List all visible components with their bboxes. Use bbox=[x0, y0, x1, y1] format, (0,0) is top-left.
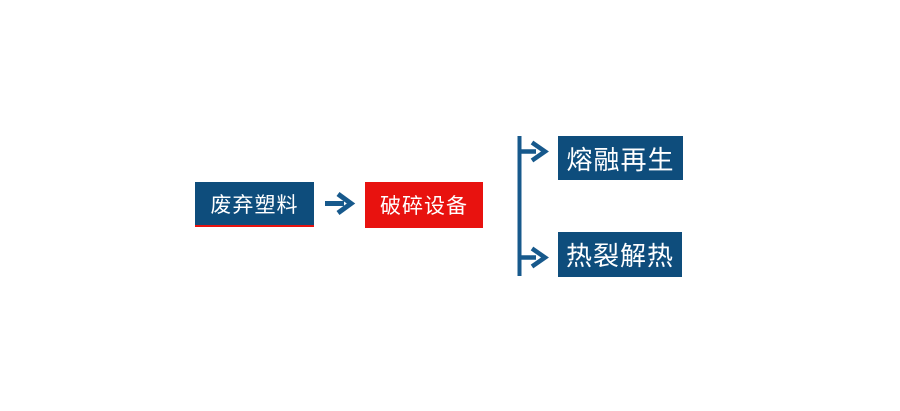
node-crushing-equipment-label: 破碎设备 bbox=[380, 195, 468, 218]
node-waste-plastic-label: 废弃塑料 bbox=[210, 193, 299, 217]
node-waste-plastic: 废弃塑料 bbox=[195, 182, 314, 227]
arrow-to-melt-regeneration-icon bbox=[519, 140, 549, 163]
node-pyrolysis: 热裂解热 bbox=[558, 232, 682, 277]
node-crushing-equipment: 破碎设备 bbox=[365, 182, 483, 228]
node-melt-regeneration-label: 熔融再生 bbox=[566, 144, 675, 175]
node-pyrolysis-label: 热裂解热 bbox=[565, 241, 674, 271]
node-melt-regeneration: 熔融再生 bbox=[558, 136, 683, 180]
arrow-to-pyrolysis-icon bbox=[519, 246, 549, 269]
arrow-waste-to-crushing-icon bbox=[325, 191, 356, 216]
